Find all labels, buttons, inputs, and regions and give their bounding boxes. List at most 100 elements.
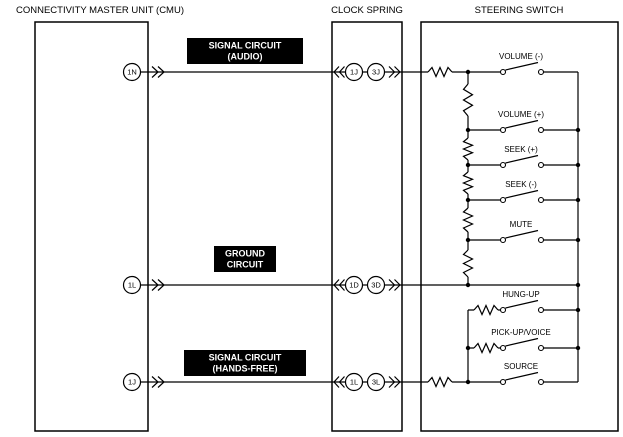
- label-box: [214, 246, 276, 272]
- pin-circle: [122, 275, 142, 295]
- connector-chevrons-cs-ground-out: [388, 279, 401, 291]
- pin-cs-ground-out: 3D: [366, 275, 386, 295]
- pin-cmu-audio: 1N: [122, 62, 142, 82]
- ground-circuit-label: GROUND CIRCUIT: [214, 246, 276, 272]
- pin-label: 1J: [128, 378, 136, 387]
- pin-cmu-ground: 1L: [122, 275, 142, 295]
- resistor-handsfree-entry: [427, 376, 453, 388]
- switch-blade: [505, 337, 539, 347]
- pin-label: 3J: [372, 68, 380, 77]
- pin-circle: [344, 62, 364, 82]
- switch-blade: [505, 299, 539, 309]
- cmu-box: [34, 21, 149, 432]
- resistor-ladder-4: [462, 207, 474, 233]
- junction-dot: [465, 69, 471, 75]
- switch-blade: [505, 229, 539, 239]
- pin-circle: [344, 275, 364, 295]
- switch-contact: [537, 196, 545, 204]
- switch-seek-plus: SEEK (+): [499, 145, 545, 169]
- junction-dot: [465, 127, 471, 133]
- junction-dot: [575, 127, 581, 133]
- switch-volume-minus: VOLUME (-): [499, 52, 545, 76]
- connector-chevrons-cs-audio-in: [333, 66, 345, 78]
- switch-blade: [505, 61, 539, 71]
- switch-label: SEEK (-): [505, 180, 537, 189]
- junction-dot: [575, 197, 581, 203]
- switch-contact: [499, 126, 507, 134]
- switch-contact: [537, 236, 545, 244]
- pin-cs-audio-in: 1J: [344, 62, 364, 82]
- switch-blade: [505, 154, 539, 164]
- switch-contact: [499, 306, 507, 314]
- switch-contact: [499, 196, 507, 204]
- junction-dot: [465, 379, 471, 385]
- connector-chevrons-cs-handsfree-out: [388, 376, 401, 388]
- label-line2: (HANDS-FREE): [213, 364, 278, 374]
- switch-label: SOURCE: [504, 362, 538, 371]
- resistor-ladder-2: [461, 137, 475, 161]
- label-line1: SIGNAL CIRCUIT: [209, 41, 282, 51]
- switch-contact: [537, 344, 545, 352]
- connector-chevrons-cmu-ground: [151, 279, 165, 291]
- switch-blade: [505, 119, 539, 129]
- junction-dot: [575, 307, 581, 313]
- switch-source: SOURCE: [499, 362, 545, 386]
- connector-chevrons-cs-audio-out: [388, 66, 401, 78]
- switch-contact: [499, 161, 507, 169]
- junction-dot: [575, 345, 581, 351]
- junction-dot: [465, 162, 471, 168]
- pin-circle: [366, 275, 386, 295]
- resistor-hung-up: [473, 304, 499, 316]
- resistor-pick-up-voice: [473, 342, 499, 354]
- switch-label: SEEK (+): [504, 145, 538, 154]
- switch-contact: [499, 344, 507, 352]
- label-box: [187, 38, 303, 64]
- switch-contact: [537, 306, 545, 314]
- steering-switch-box: [420, 21, 619, 432]
- switch-contact: [537, 68, 545, 76]
- switch-blade: [505, 189, 539, 199]
- junction-dot: [575, 162, 581, 168]
- switch-volume-plus: VOLUME (+): [498, 110, 545, 134]
- resistor-ladder-1: [462, 83, 474, 117]
- junction-dot: [465, 197, 471, 203]
- cmu-header: CONNECTIVITY MASTER UNIT (CMU): [16, 5, 184, 16]
- junction-dots: [465, 69, 581, 385]
- switch-label: HUNG-UP: [502, 290, 539, 299]
- steering-switch-header: STEERING SWITCH: [475, 5, 564, 16]
- connector-chevrons-cmu-handsfree: [151, 376, 165, 388]
- junction-dot: [465, 282, 471, 288]
- pin-label: 1L: [350, 378, 358, 387]
- junction-dot: [465, 237, 471, 243]
- junction-dot: [575, 282, 581, 288]
- switch-contact: [537, 126, 545, 134]
- pin-cs-ground-in: 1D: [344, 275, 364, 295]
- clock-spring-box: [331, 21, 403, 432]
- label-box: [184, 350, 306, 376]
- audio-circuit-label: SIGNAL CIRCUIT (AUDIO): [187, 38, 303, 64]
- pin-label: 1D: [349, 281, 359, 290]
- switch-contact: [499, 68, 507, 76]
- connector-chevrons-cmu-audio: [151, 66, 165, 78]
- switch-blade: [505, 371, 539, 381]
- pin-circle: [344, 372, 364, 392]
- junction-dot: [465, 345, 471, 351]
- switch-label: MUTE: [510, 220, 533, 229]
- pin-label: 1L: [128, 281, 136, 290]
- pin-label: 1J: [350, 68, 358, 77]
- connector-chevrons-cs-ground-in: [333, 279, 345, 291]
- switch-label: VOLUME (-): [499, 52, 543, 61]
- switch-contact: [537, 161, 545, 169]
- pin-circle: [122, 372, 142, 392]
- switch-label: VOLUME (+): [498, 110, 544, 119]
- pin-label: 3L: [372, 378, 380, 387]
- pin-circle: [122, 62, 142, 82]
- pin-circle: [366, 372, 386, 392]
- handsfree-circuit-label: SIGNAL CIRCUIT (HANDS-FREE): [184, 350, 306, 376]
- label-line2: CIRCUIT: [227, 260, 264, 270]
- label-line1: GROUND: [225, 249, 265, 259]
- pin-cs-handsfree-in: 1L: [344, 372, 364, 392]
- switch-seek-minus: SEEK (-): [499, 180, 545, 204]
- pin-cs-audio-out: 3J: [366, 62, 386, 82]
- resistor-ladder-5: [462, 249, 474, 278]
